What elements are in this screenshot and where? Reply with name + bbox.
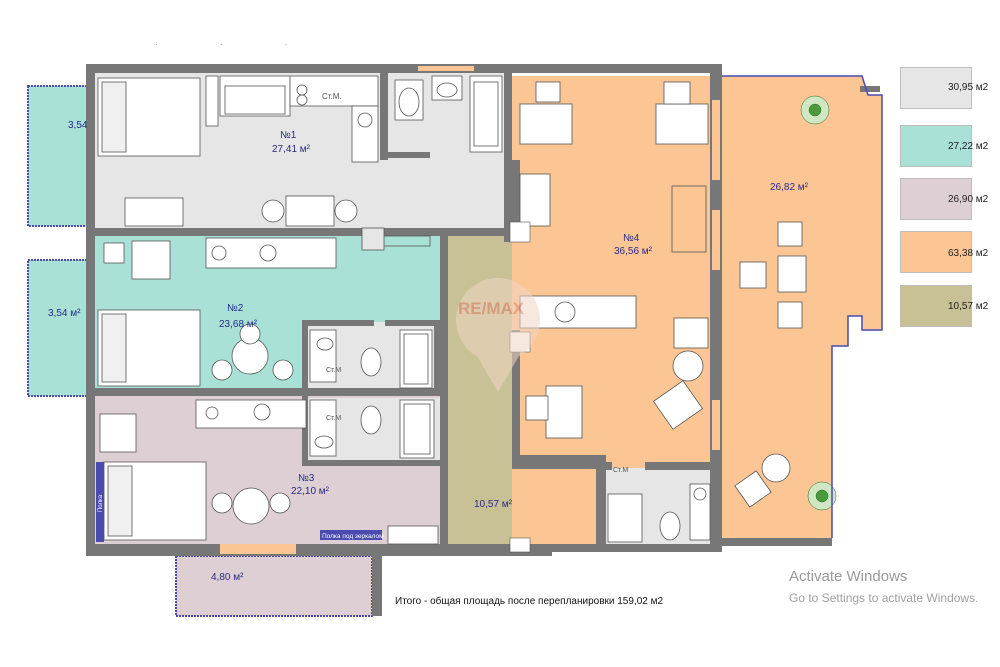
shelf-mirror-label: Полка под зеркалом xyxy=(322,533,384,540)
washer-label-2: Ст.М xyxy=(326,367,341,374)
room-3-number: №3 xyxy=(298,473,315,484)
room-1-number: №1 xyxy=(280,130,297,141)
watermark-text: RE/MAX xyxy=(458,299,525,318)
balcony-3-area: 4,80 м² xyxy=(211,572,244,583)
washer-label-4: Ст.М xyxy=(613,467,628,474)
balcony-2 xyxy=(27,259,91,397)
balcony-1-area: 3,54 xyxy=(68,120,88,131)
remax-watermark: RE/MAX xyxy=(456,278,540,392)
legend-swatch-2 xyxy=(900,125,972,167)
washer-label-1: Ст.М. xyxy=(322,92,342,101)
room-1-area: 27,41 м² xyxy=(272,144,311,155)
activate-windows-subtitle: Go to Settings to activate Windows. xyxy=(789,591,979,605)
legend-text-4: 63,38 м2 xyxy=(948,248,989,259)
total-area-text: Итого - общая площадь после перепланиров… xyxy=(395,596,664,607)
room-2-area: 23,68 м² xyxy=(219,319,258,330)
corridor-area: 10,57 м² xyxy=(474,499,513,510)
legend-text-1: 30,95 м2 xyxy=(948,82,989,93)
legend-swatch-4 xyxy=(900,231,972,273)
washer-label-3: Ст.М xyxy=(326,415,341,422)
balcony-2-area: 3,54 м² xyxy=(48,308,81,319)
balcony-3 xyxy=(175,555,373,617)
legend-text-3: 26,90 м2 xyxy=(948,194,989,205)
room-4-number: №4 xyxy=(623,233,640,244)
legend-text-2: 27,22 м2 xyxy=(948,141,989,152)
legend-swatch-3 xyxy=(900,178,972,220)
room-3-area: 22,10 м² xyxy=(291,486,330,497)
dot-marks: · · · xyxy=(155,40,318,49)
shelf-label: Полка xyxy=(98,494,104,512)
legend-swatch-5 xyxy=(900,285,972,327)
room-4-area: 36,56 м² xyxy=(614,246,653,257)
studio-area: 26,82 м² xyxy=(770,182,809,193)
legend-text-5: 10,57 м2 xyxy=(948,301,989,312)
balcony-1 xyxy=(27,85,91,227)
legend-swatch-1 xyxy=(900,67,972,109)
room-2-number: №2 xyxy=(227,303,244,314)
activate-windows-title: Activate Windows xyxy=(789,568,908,585)
